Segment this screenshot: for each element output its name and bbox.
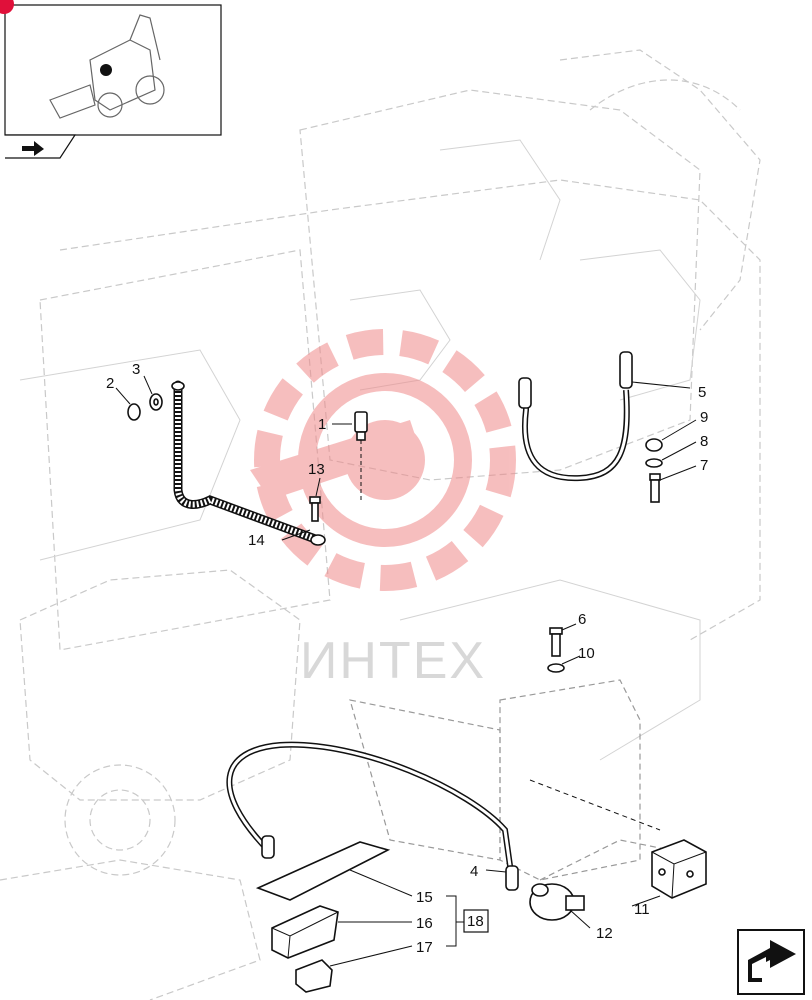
part-13-bolt [309,496,321,522]
location-dot-icon [100,64,112,76]
callout-10: 10 [578,645,595,662]
callout-17: 17 [416,939,433,956]
part-16-cover [271,905,339,959]
callout-16: 16 [416,915,433,932]
callout-14: 14 [248,532,265,549]
callout-8: 8 [700,433,708,450]
part-15-plate [255,841,391,901]
part-10-washer [547,663,565,673]
part-8-washer [645,458,663,468]
callout-3: 3 [132,361,140,378]
callout-2: 2 [106,375,114,392]
watermark-text: ИНТЕХ [300,632,486,690]
part-3-washer [149,393,163,411]
backhoe-loader-thumbnail [49,14,165,119]
part-14-ground-strap [171,380,326,546]
part-7-bolt [649,473,661,503]
part-2-nut [127,403,141,421]
kit-box [463,909,489,933]
callout-7: 7 [700,457,708,474]
callout-12: 12 [596,925,613,942]
badge-icon [0,0,14,14]
next-page-arrow-icon[interactable] [22,141,44,156]
callout-11: 11 [634,901,650,918]
leader-lines [115,375,697,967]
thumbnail-panel [0,0,222,159]
callout-labels: 1 2 3 4 5 6 7 8 9 10 11 12 13 14 15 16 1… [106,361,708,956]
part-5-battery-cable [518,351,633,482]
callout-1: 1 [318,416,326,433]
battery-tray-bracket [349,679,671,881]
kit-box-label: 18 [467,913,484,930]
part-9-nut [645,438,663,452]
callout-4: 4 [470,863,478,880]
watermark-gear-logo [250,329,516,591]
callout-15: 15 [416,889,433,906]
part-12-battery-switch [529,883,585,921]
part-6-bolt [549,627,563,657]
callout-13: 13 [308,461,325,478]
part-11-mounting-block [651,839,707,899]
part-4-long-cable [226,741,519,891]
callout-6: 6 [578,611,586,628]
callout-5: 5 [698,384,706,401]
ghost-background-machine [0,49,761,1000]
return-arrow-button[interactable] [737,929,805,995]
callout-9: 9 [700,409,708,426]
part-17-clamp [295,959,333,993]
part-1-sensor [354,411,368,500]
return-arrow-icon [748,940,796,982]
